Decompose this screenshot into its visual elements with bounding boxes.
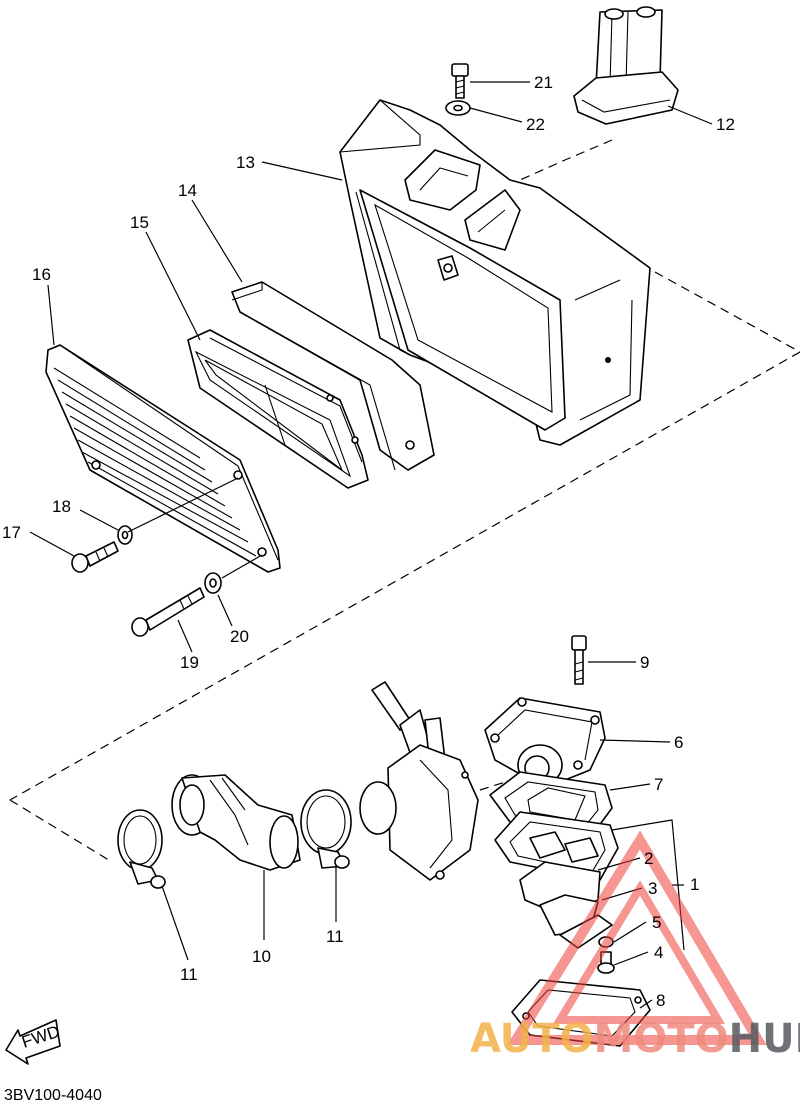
- hose-clamp-left: [117, 809, 166, 889]
- reed-valve-assembly: [494, 811, 619, 974]
- watermark-text-moto: MOTO: [594, 1016, 729, 1062]
- watermark-triangle-outer: [507, 830, 767, 1045]
- callout-4: 4: [654, 943, 663, 962]
- filter-frame: [187, 329, 369, 489]
- svg-text:AUTOMOTOHUB: AUTOMOTOHUB: [470, 1016, 800, 1062]
- automotohub-logo-text: AUTOMOTOHUB: [470, 1016, 800, 1062]
- air-intake-snorkel: [573, 6, 679, 125]
- air-filter-element: [231, 281, 435, 471]
- callout-8: 8: [656, 991, 665, 1010]
- callout-17: 17: [2, 523, 21, 542]
- callout-19: 19: [180, 653, 199, 672]
- callout-15: 15: [130, 213, 149, 232]
- watermark-text-auto: AUTO: [470, 1016, 594, 1062]
- automotohub-watermark: [507, 830, 767, 1045]
- callout-9: 9: [640, 653, 649, 672]
- callout-16: 16: [32, 265, 51, 284]
- intake-joint: [171, 774, 301, 871]
- callout-7: 7: [654, 775, 663, 794]
- reed-valve-cover: [484, 697, 606, 789]
- cover-ribs: [53, 367, 257, 557]
- callout-1: 1: [690, 875, 699, 894]
- hose-clamp-right: [300, 789, 352, 869]
- leader-lines: [29, 81, 713, 1009]
- watermark-text-hub: HUB: [729, 1016, 800, 1062]
- drawing-code: 3BV100-4040: [4, 1087, 102, 1104]
- callout-21: 21: [534, 73, 553, 92]
- air-box-cover: [45, 344, 281, 573]
- callout-6: 6: [674, 733, 683, 752]
- callout-2: 2: [644, 849, 653, 868]
- callout-14: 14: [178, 181, 197, 200]
- watermark-triangle-inner: [552, 880, 726, 1024]
- long-bolt-19: [131, 587, 205, 637]
- callout-10: 10: [252, 947, 271, 966]
- bolt-9: [571, 635, 587, 685]
- callout-11-left: 11: [180, 965, 198, 984]
- callout-11-right: 11: [326, 927, 344, 946]
- screw-17: [71, 541, 119, 573]
- callout-labels: 21 22 12 13 14 15 16 18 17 19 20 9 6 7 2…: [2, 73, 735, 1010]
- callout-22: 22: [526, 115, 545, 134]
- callout-3: 3: [648, 879, 657, 898]
- callout-5: 5: [652, 913, 661, 932]
- callout-13: 13: [236, 153, 255, 172]
- callout-18: 18: [52, 497, 71, 516]
- forward-direction-indicator: FWD: [5, 1019, 62, 1065]
- carburetor: [359, 681, 479, 881]
- washer-22: [445, 100, 471, 116]
- air-box-housing: [339, 99, 651, 446]
- bolt-21: [451, 63, 469, 99]
- washer-18: [117, 525, 133, 545]
- washer-20: [204, 572, 222, 594]
- callout-20: 20: [230, 627, 249, 646]
- callout-12: 12: [716, 115, 735, 134]
